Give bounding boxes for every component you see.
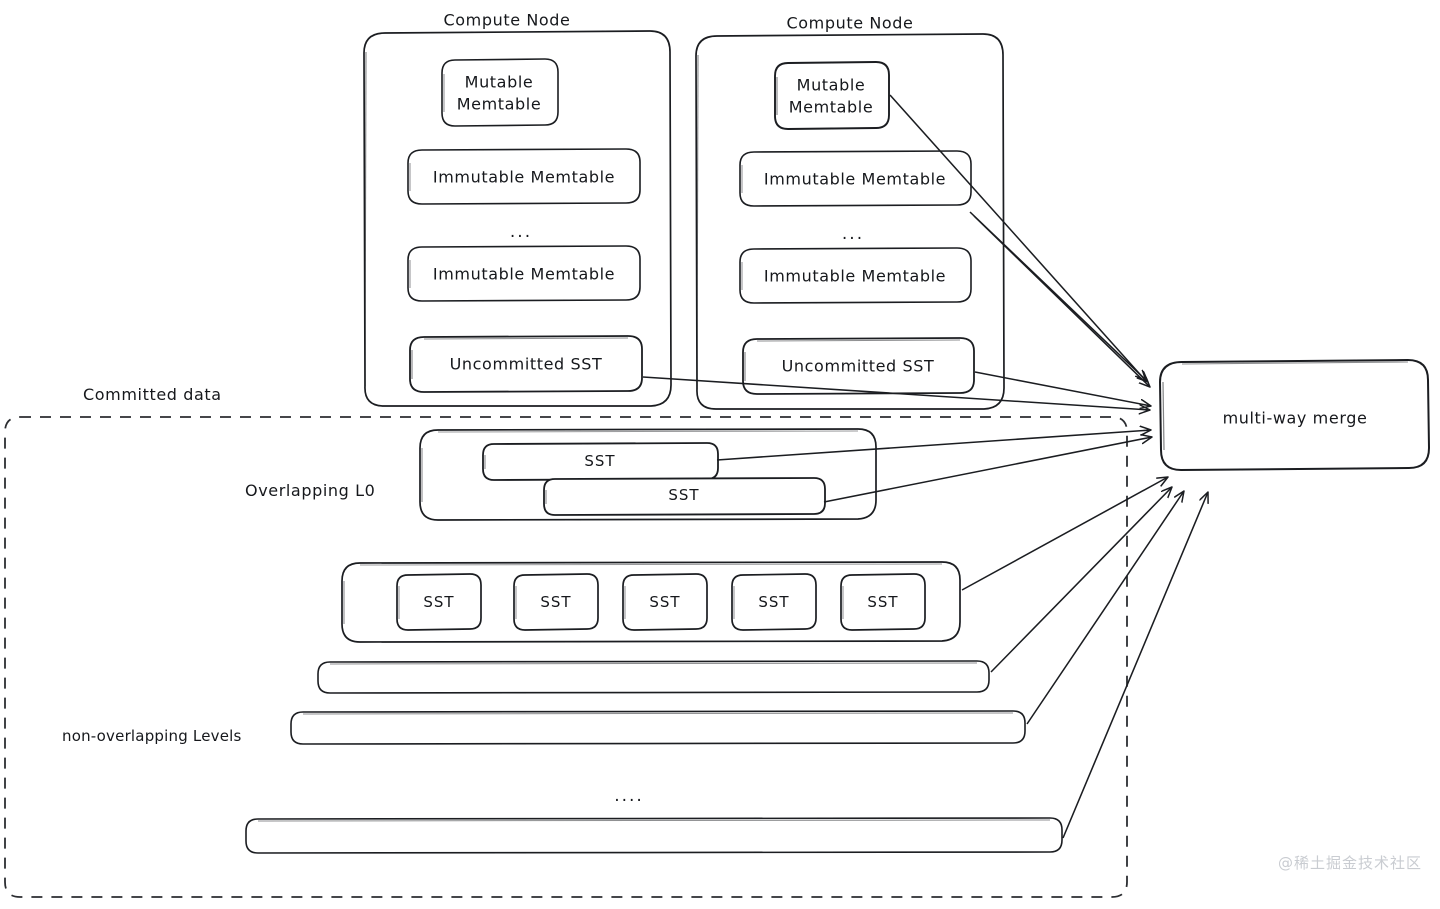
node2-immutable-memtable-label-2: Immutable Memtable [763, 266, 947, 286]
level1-sst-label-5: SST [867, 593, 899, 611]
node1-mutable-memtable-label-line1: Mutable [464, 72, 534, 92]
arrow-node2-mutable-to-merge [889, 94, 1146, 381]
compute-node-1-title: Compute Node [443, 10, 571, 30]
level1-sst-label-3: SST [649, 593, 681, 611]
committed-data-boundary [4, 416, 1128, 898]
node1-immutable-memtable-box-2 [407, 245, 641, 302]
node1-mutable-memtable-label-line2: Memtable [456, 94, 542, 114]
non-overlapping-levels-label: non-overlapping Levels [62, 727, 242, 745]
arrow-l0-sst2-to-merge [823, 437, 1152, 503]
node2-uncommitted-sst-label: Uncommitted SST [781, 356, 935, 376]
arrow-level1-to-merge [961, 477, 1168, 591]
node1-uncommitted-sst-box [409, 335, 643, 393]
node1-immutable-memtable-label-2: Immutable Memtable [432, 264, 616, 284]
node1-ellipsis: ... [509, 222, 533, 242]
node2-mutable-memtable-box [774, 61, 890, 130]
node2-mutable-memtable-label-line2: Memtable [788, 97, 874, 117]
node2-mutable-memtable-label-line1: Mutable [796, 75, 866, 95]
arrow-node2-uncommitted-sst-to-merge [974, 371, 1151, 406]
level1-sst-boxes [396, 573, 926, 631]
compute-node-1-frame [363, 30, 672, 407]
node1-immutable-memtable-label-1: Immutable Memtable [432, 167, 616, 187]
node1-immutable-memtable-box-1 [407, 148, 641, 205]
arrow-node2-immutable2-to-merge [973, 215, 1150, 387]
l0-sst-label-2: SST [668, 486, 700, 504]
compute-node-2-frame [695, 33, 1005, 410]
level1-sst-label-2: SST [540, 593, 572, 611]
node2-immutable-memtable-box-2 [739, 247, 972, 304]
arrow-level-bar3-to-merge [1062, 492, 1208, 839]
overlapping-l0-label: Overlapping L0 [245, 481, 376, 500]
node2-uncommitted-sst-box [742, 337, 975, 395]
levels-ellipsis: .... [614, 786, 644, 806]
node1-mutable-memtable-box [441, 58, 559, 127]
node2-ellipsis: ... [841, 224, 865, 244]
multi-way-merge-box [1158, 358, 1431, 472]
node2-immutable-memtable-box-1 [739, 150, 972, 207]
arrow-node1-uncommitted-sst-to-merge [642, 376, 1150, 410]
level1-sst-label-4: SST [758, 593, 790, 611]
arrow-l0-sst1-to-merge [716, 430, 1151, 461]
level-bar-3 [245, 817, 1063, 854]
arrow-level-bar2-to-merge [1026, 491, 1184, 725]
committed-data-label: Committed data [83, 385, 222, 404]
node1-uncommitted-sst-label: Uncommitted SST [449, 354, 603, 374]
level-bar-1 [317, 660, 990, 694]
multi-way-merge-label: multi-way merge [1222, 408, 1368, 428]
l0-sst-label-1: SST [584, 452, 616, 470]
l0-sst-box-2 [543, 477, 826, 516]
level-bar-2 [290, 710, 1026, 745]
compute-node-2-title: Compute Node [786, 13, 914, 33]
watermark: @稀土掘金技术社区 [1277, 854, 1422, 872]
level1-sst-label-1: SST [423, 593, 455, 611]
arrow-level-bar1-to-merge [990, 487, 1172, 673]
node2-immutable-memtable-label-1: Immutable Memtable [763, 169, 947, 189]
